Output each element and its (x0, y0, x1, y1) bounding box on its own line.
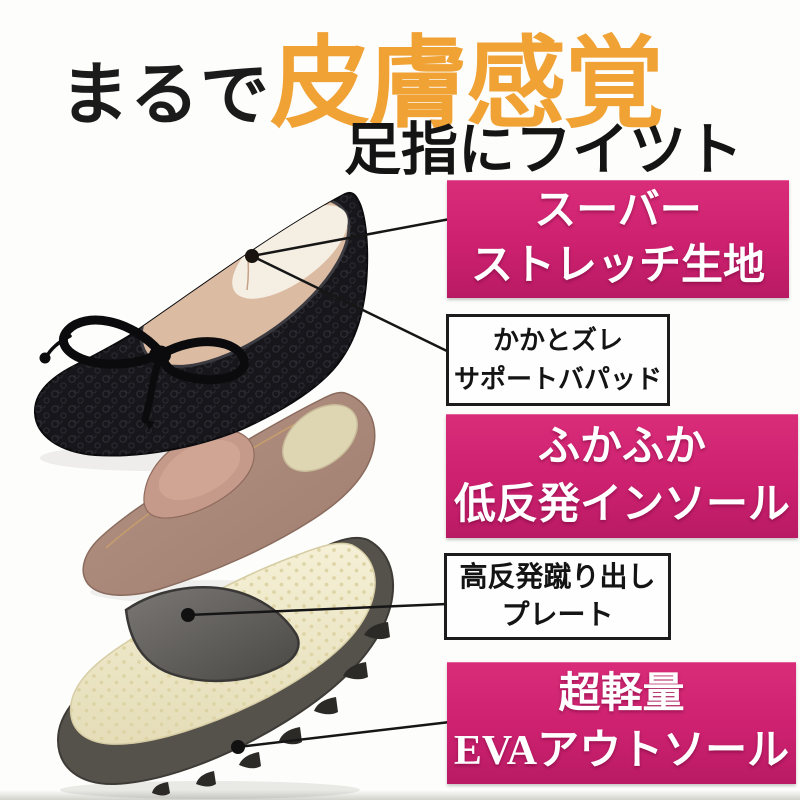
label-memory-foam-insole: ふかふか 低反発インソール (446, 414, 798, 538)
callout-line-outsole (237, 720, 451, 749)
label-line: EVAアウトソール (453, 728, 790, 774)
label-kickoff-plate: 高反発蹴り出し プレート (444, 553, 671, 640)
callout-line-heelpad (251, 254, 450, 354)
callout-dot-lining (245, 249, 259, 263)
shoe-footbed (232, 205, 348, 299)
label-line: プレート (501, 599, 614, 631)
headline-highlight: 皮膚感覚 (270, 29, 664, 140)
kick-plate-part (124, 586, 300, 683)
label-line: 高反発蹴り出し (459, 561, 656, 593)
outsole-shadow (60, 781, 360, 799)
callout-dots (181, 249, 259, 754)
callout-dot-outsole (231, 740, 245, 754)
callout-dot-plate (181, 608, 195, 622)
headline-prefix: まるで (60, 57, 270, 133)
label-line: 超軽量 (558, 671, 685, 717)
shoe-bow (39, 315, 249, 430)
label-line: スーバー (534, 188, 702, 234)
label-heel-support-pad: かかとズレ サポートバパッド (446, 314, 670, 406)
tread-notches (152, 622, 390, 796)
label-super-stretch-fabric: スーバー ストレッチ生地 (447, 180, 789, 298)
label-line: かかとズレ (492, 326, 623, 355)
ballet-flat-shoe (33, 191, 369, 457)
label-line: ふかふか (537, 424, 706, 470)
heel-pad (281, 404, 359, 472)
arch-cushion-highlight (158, 440, 241, 501)
label-line: サポートバパッド (453, 365, 662, 394)
headline: まるで皮膚感覚 (60, 2, 664, 147)
callout-lines (187, 217, 451, 749)
label-eva-outsole: 超軽量 EVAアウトソール (447, 662, 796, 784)
label-line: ストレッチ生地 (470, 243, 765, 289)
insole-part (82, 391, 376, 596)
callout-line-plate (187, 602, 448, 617)
headline-subtitle: 足指にフイツト (344, 119, 743, 182)
floor-shadow (0, 790, 800, 800)
callout-line-fabric (251, 217, 451, 258)
label-line: 低反発インソール (453, 482, 790, 528)
